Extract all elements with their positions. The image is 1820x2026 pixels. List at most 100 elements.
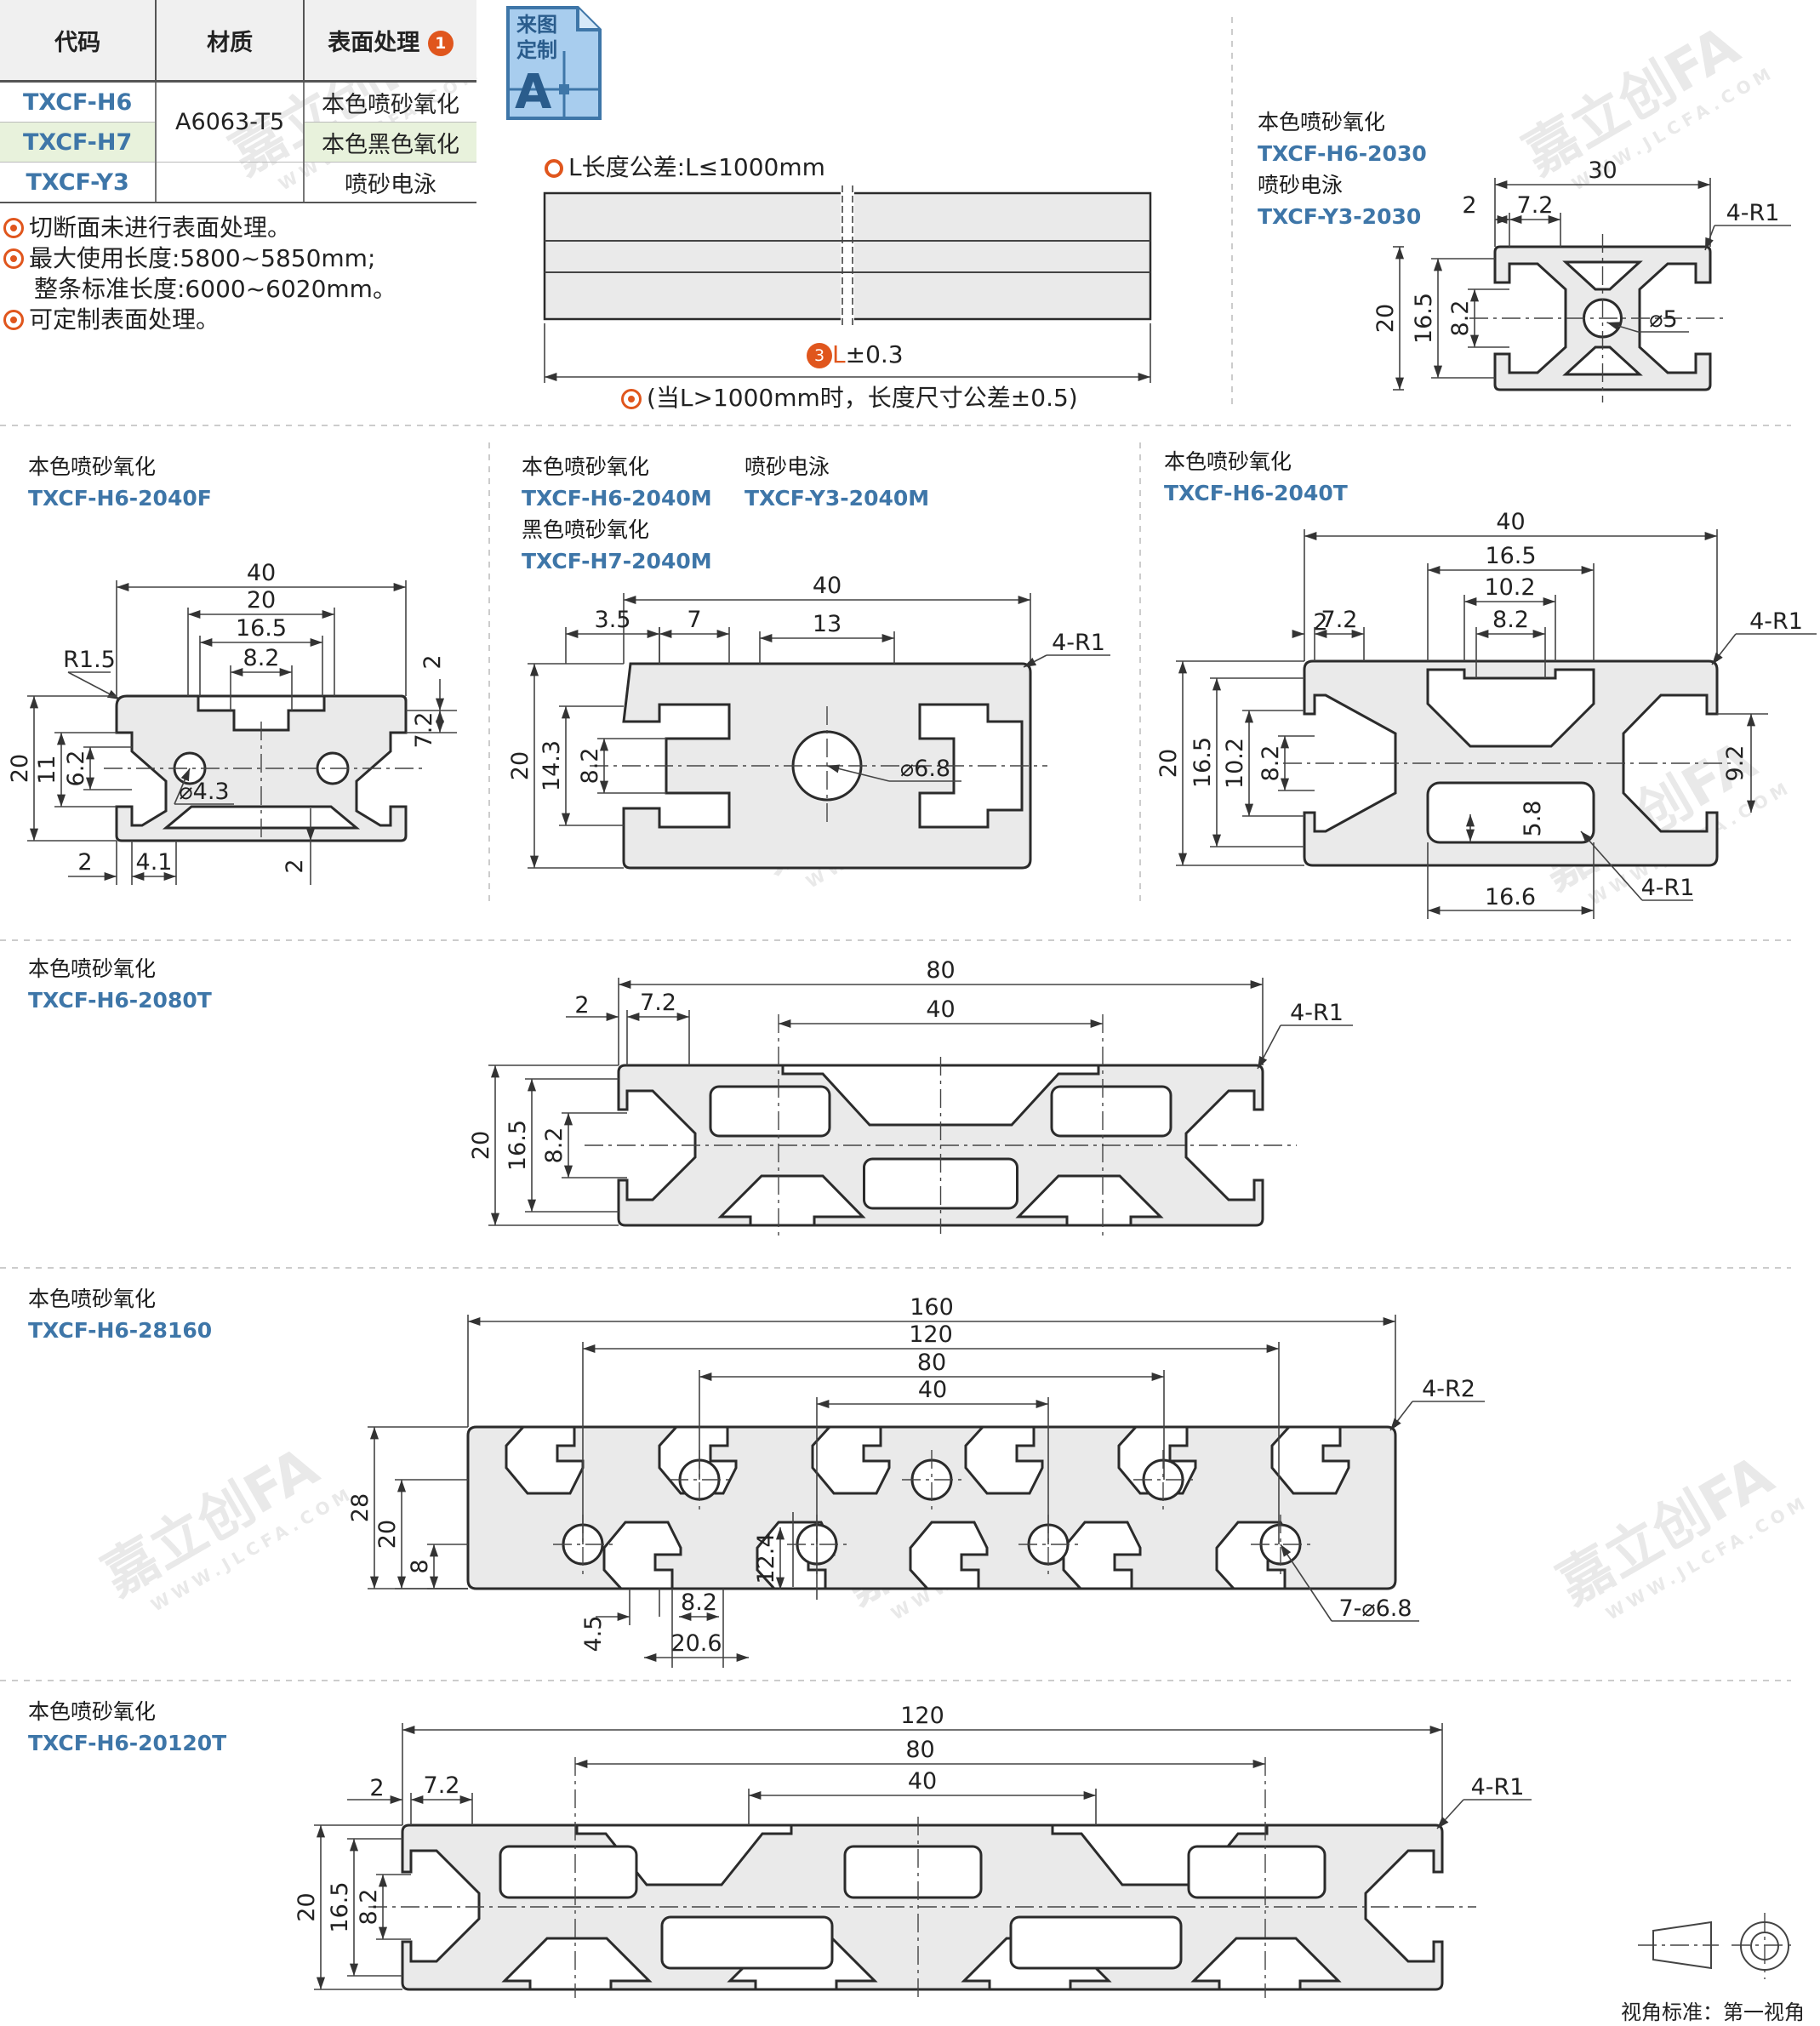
- dimension-label: 4-R1: [1052, 630, 1105, 656]
- slot-bottom-left: [674, 1174, 866, 1227]
- dimension-label: 20: [1155, 749, 1182, 778]
- leader-line: [174, 768, 191, 805]
- dimension-label: 9.2: [1722, 745, 1749, 782]
- dimension-label: 20: [507, 751, 533, 780]
- slot-top: [811, 1425, 891, 1495]
- slot-top: [1270, 1425, 1350, 1495]
- slot-bottom: [1562, 345, 1643, 376]
- view-standard-label: 视角标准：第一视角: [1621, 2000, 1805, 2024]
- dimension-label: 40: [813, 573, 842, 599]
- dimension-label: 80: [926, 957, 955, 984]
- slot-bottom: [462, 1937, 653, 1991]
- dimension-label: R1.5: [63, 647, 116, 673]
- slot-top: [1426, 668, 1595, 748]
- dimension-label: 16.5: [1190, 737, 1216, 788]
- dimension-label: 4-R1: [1471, 1774, 1525, 1801]
- dimension-label: 6.2: [63, 750, 89, 787]
- dimension-label: 40: [247, 560, 276, 586]
- leader-line: [67, 671, 121, 700]
- svg-text:定制: 定制: [516, 38, 557, 62]
- spec-table: 代码 材质 表面处理 1 TXCF-H6 A6063-T5 本色喷砂氧化 TXC…: [0, 0, 476, 203]
- dimension-label: 28: [347, 1493, 374, 1522]
- dimension-label: 160: [910, 1294, 954, 1321]
- dimension-label: 2: [574, 992, 589, 1019]
- cavity: [843, 1845, 983, 1899]
- dimension-label: 40: [908, 1768, 937, 1795]
- dimension-label: 16.6: [1485, 884, 1536, 910]
- bullet-icon: [3, 218, 24, 238]
- dimension-label: ⌀5: [1649, 306, 1677, 333]
- dimension-label: 20: [374, 1520, 401, 1549]
- lower-cavity: [1426, 781, 1595, 844]
- leader-line: [1711, 633, 1737, 665]
- dimension-label: 8: [407, 1559, 433, 1573]
- leader-line: [1280, 1544, 1332, 1622]
- ring-icon: [545, 159, 563, 178]
- slot-top: [964, 1425, 1044, 1495]
- cavity: [660, 1915, 834, 1970]
- dimension-label: 20: [294, 1892, 320, 1921]
- dimension-label: 2: [369, 1775, 384, 1801]
- dimension-label: 40: [1496, 509, 1525, 535]
- cavity: [1187, 1845, 1326, 1899]
- bullet-icon: [3, 310, 24, 330]
- dimension-label: 40: [926, 996, 955, 1023]
- leader-line: [1580, 830, 1643, 901]
- cavity: [709, 1085, 831, 1138]
- svg-text:A: A: [515, 65, 552, 120]
- dimension-label: 20: [468, 1131, 494, 1160]
- note-item: 切断面未进行表面处理。: [3, 213, 397, 243]
- leader-line: [1389, 1401, 1413, 1431]
- header-material: 材质: [156, 0, 305, 83]
- slot-bottom: [1151, 1937, 1342, 1991]
- dimension-label: ⌀6.8: [900, 756, 950, 782]
- dimension-label: 14.3: [539, 740, 565, 791]
- cavity: [1009, 1915, 1183, 1970]
- dimension-label: 3.5: [595, 607, 631, 633]
- slot-bottom-right: [1015, 1174, 1207, 1227]
- dimension-label: 8.2: [1447, 300, 1474, 337]
- leader-line: [1257, 1024, 1281, 1070]
- leader-line: [1023, 654, 1047, 668]
- note-item: 可定制表面处理。: [3, 305, 397, 335]
- dimension-label: 8.2: [1258, 745, 1284, 782]
- custom-drawing-badge-icon: 来图 定制 A: [506, 6, 602, 120]
- length-footnote: (当L>1000mm时，长度尺寸公差±0.5): [621, 380, 1078, 414]
- dimension-label: 13: [813, 611, 842, 637]
- svg-text:来图: 来图: [516, 13, 557, 37]
- projection-symbol: [1652, 1920, 1712, 1970]
- bullet-icon: [3, 248, 24, 269]
- dimension-label: 12.4: [753, 1532, 779, 1584]
- dimension-label: 16.5: [1485, 543, 1536, 569]
- dimension-label: 20: [247, 587, 276, 614]
- notes-list: 切断面未进行表面处理。 最大使用长度:5800~5850mm; 整条标准长度:6…: [3, 213, 397, 335]
- header-code: 代码: [0, 0, 157, 83]
- dimension-label: 7.2: [640, 990, 676, 1016]
- dimension-label: 120: [900, 1703, 944, 1729]
- dimension-label: 10.2: [1484, 574, 1535, 601]
- note-item: 最大使用长度:5800~5850mm;: [3, 243, 397, 274]
- dimension-label: 16.5: [1411, 293, 1437, 344]
- dimension-label: 4-R1: [1749, 608, 1803, 635]
- slot-bottom: [162, 805, 361, 830]
- note-item: 整条标准长度:6000~6020mm。: [34, 275, 397, 303]
- leader-line: [826, 764, 890, 782]
- dimension-label: 16.5: [327, 1881, 353, 1932]
- dimension-label: 4.5: [580, 1616, 607, 1652]
- dimension-label: 30: [1588, 157, 1617, 184]
- cavity: [1050, 1085, 1172, 1138]
- dimension-label: 7.2: [1321, 607, 1358, 633]
- length-tolerance-note: L长度公差:L≤1000mm: [545, 149, 825, 183]
- dimension-label: 8.2: [1492, 607, 1529, 633]
- dimension-label: 4-R1: [1641, 875, 1695, 901]
- header-finish: 表面处理 1: [304, 0, 476, 83]
- dimension-label: 7.2: [411, 712, 437, 749]
- dimension-label: 80: [905, 1737, 934, 1763]
